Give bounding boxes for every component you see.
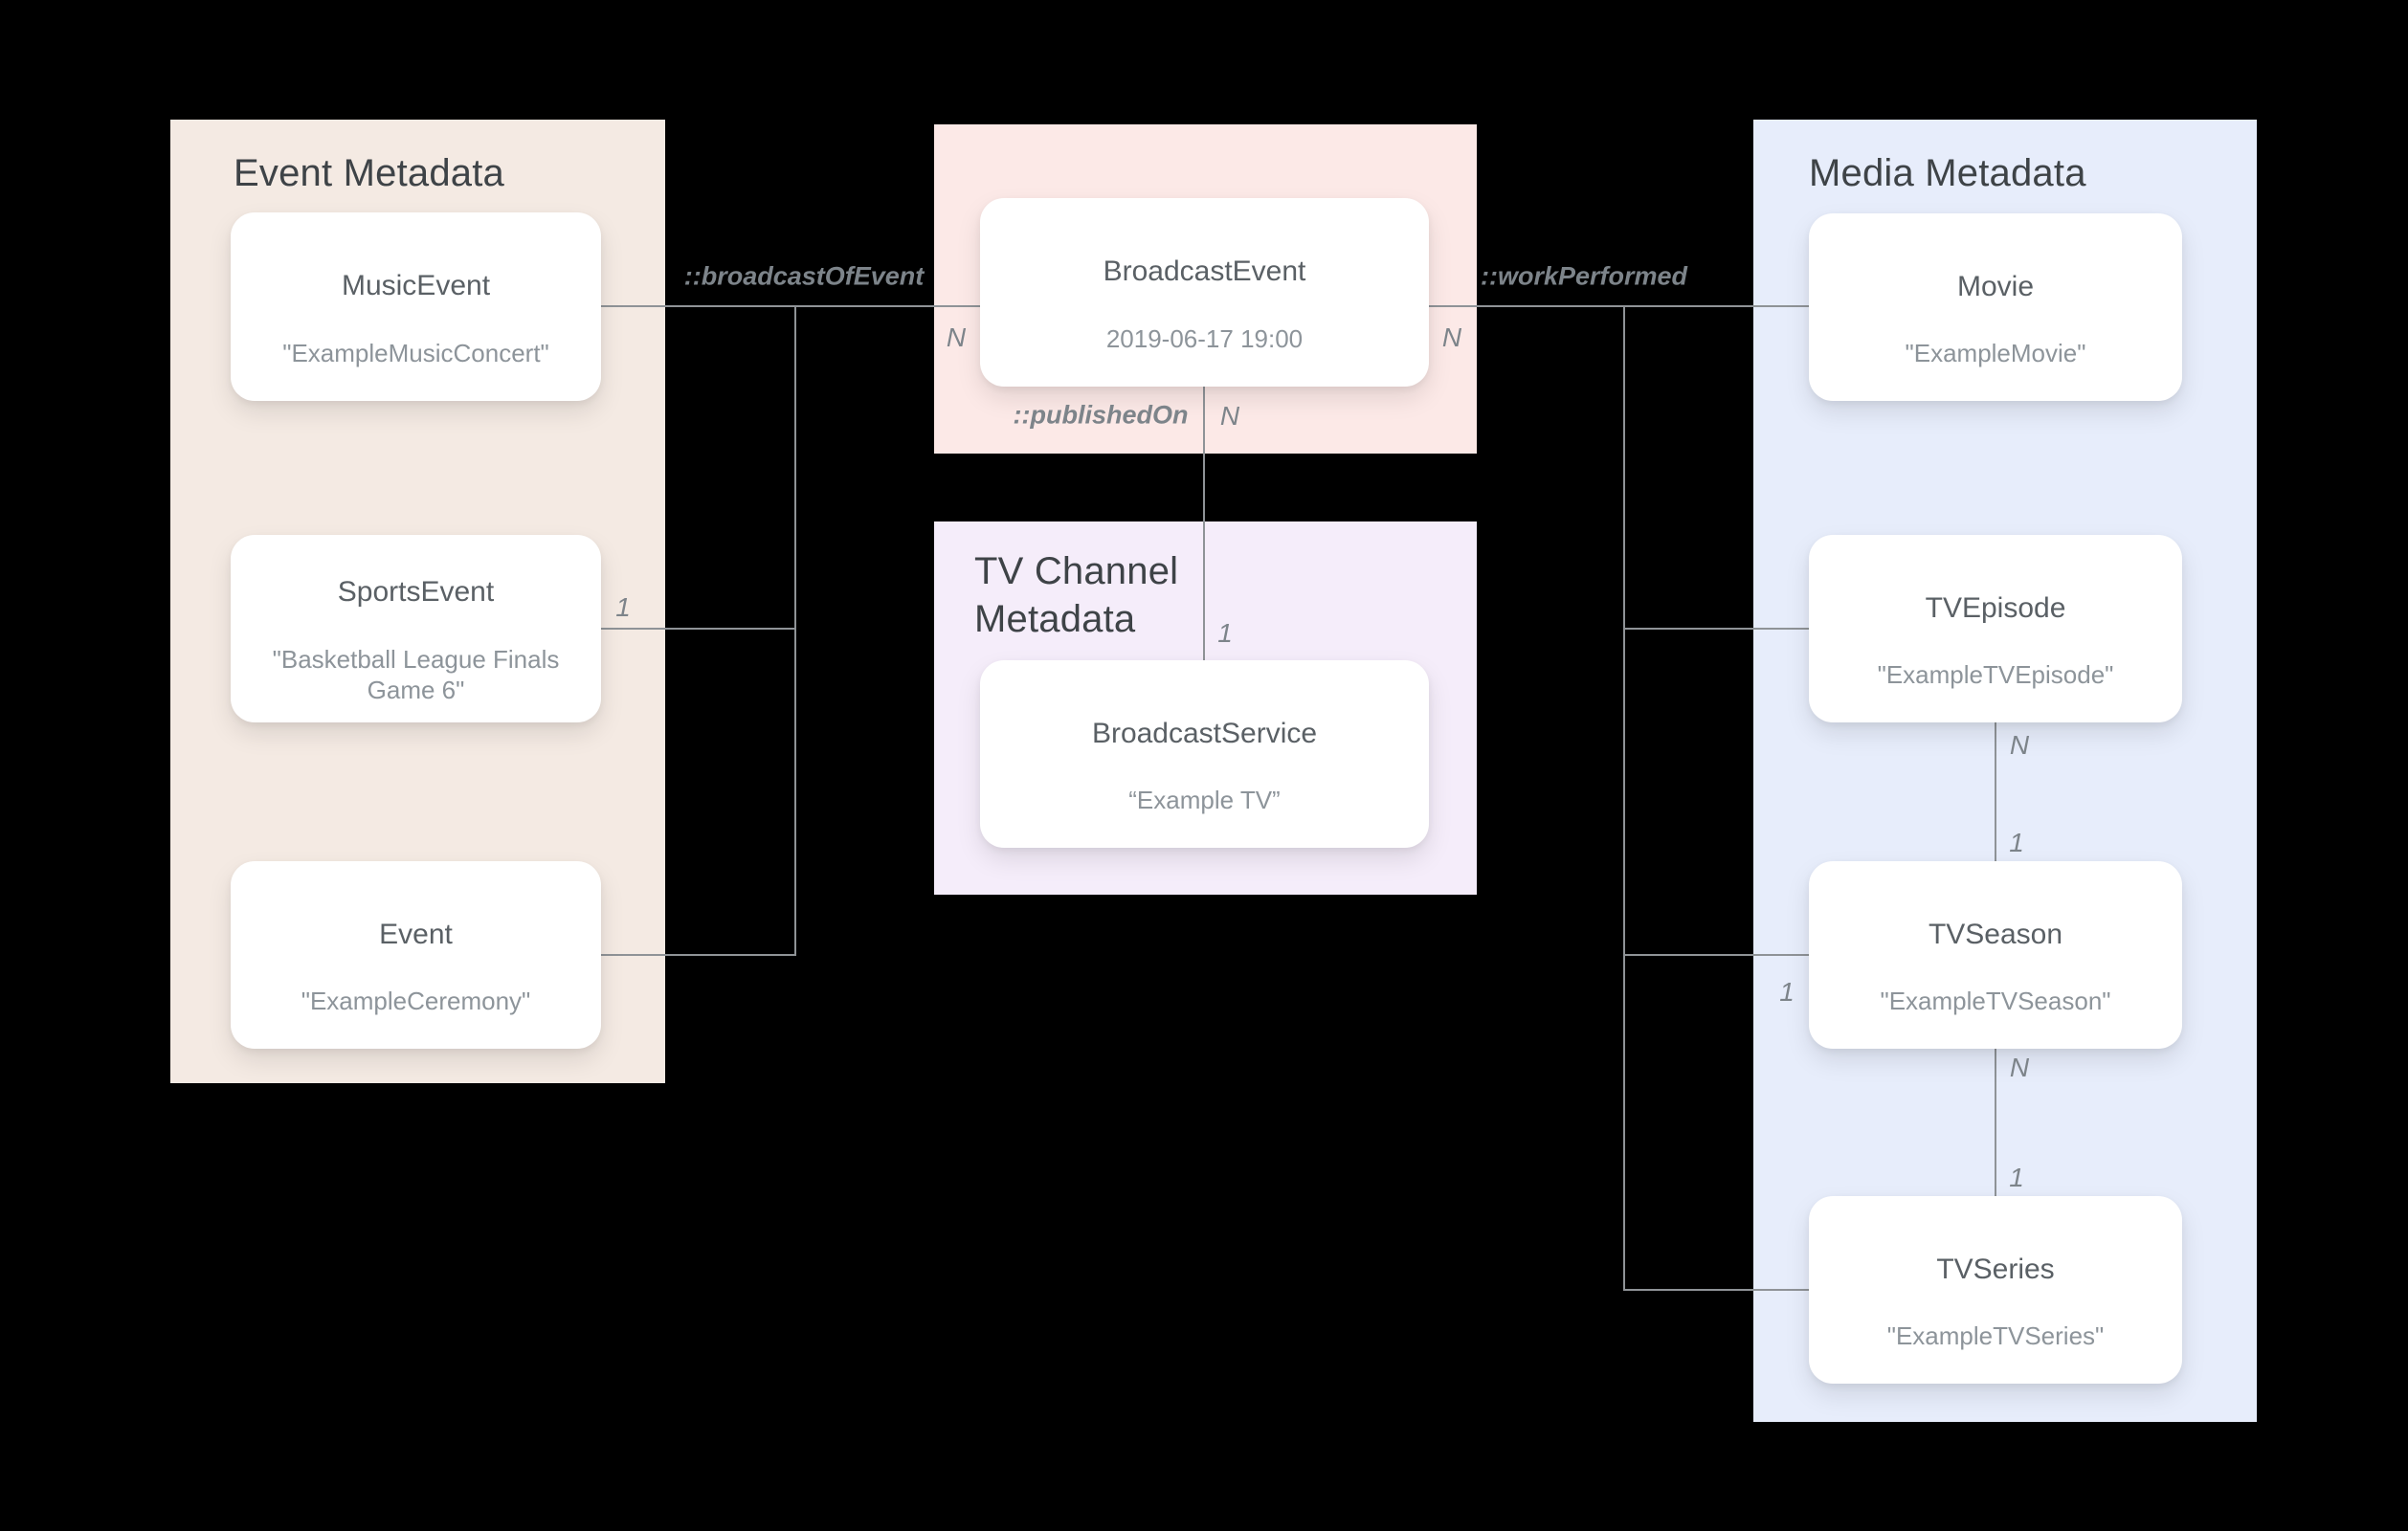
cardinality-publishedon-one: 1 [1217,618,1233,648]
edge-sportsevent-stub [601,628,796,630]
cardinality-season-series-one: 1 [2009,1163,2024,1192]
card-value: "ExampleTVSeason" [1880,987,2111,1015]
card-music-event: MusicEvent "ExampleMusicConcert" [231,212,601,401]
card-value: "ExampleTVSeries" [1886,1321,2105,1350]
cardinality-broadcastevent-left-n: N [946,322,967,352]
card-value: "Basketball League Finals Game 6" [272,644,560,705]
card-value: "ExampleMovie" [1905,339,2086,367]
edge-event-stub [601,954,796,956]
card-value: “Example TV” [1128,786,1281,814]
card-title: BroadcastEvent [1103,255,1306,287]
card-movie: Movie "ExampleMovie" [1809,213,2182,401]
cardinality-tvseason-link-one: 1 [1779,977,1795,1007]
card-value: 2019-06-17 19:00 [1105,323,1304,353]
relation-label-broadcastofevent: ::broadcastOfEvent [683,261,925,291]
relation-label-publishedon: ::publishedOn [1013,400,1189,430]
card-title: TVEpisode [1925,591,2066,624]
edge-season-series-vertical [1995,1049,1996,1196]
card-title: SportsEvent [337,576,495,609]
edge-episode-season-vertical [1995,722,1996,861]
card-title: TVSeason [1928,918,2063,950]
card-value: "ExampleTVEpisode" [1877,660,2114,689]
card-broadcast-service: BroadcastService “Example TV” [980,660,1429,848]
cardinality-season-series-n: N [2009,1053,2030,1082]
cardinality-episode-season-one: 1 [2009,828,2024,857]
edge-left-junction-vertical [794,305,796,956]
card-broadcast-event: BroadcastEvent 2019-06-17 19:00 [980,198,1429,387]
edge-publishedon-vertical [1203,387,1205,660]
card-title: Movie [1956,270,2035,302]
panel-title-media-metadata: Media Metadata [1809,152,2086,194]
relation-label-workperformed: ::workPerformed [1480,261,1688,291]
panel-title-tv-channel-metadata: TV Channel Metadata [974,550,1179,640]
cardinality-broadcastevent-right-n: N [1441,322,1462,352]
edge-tvseries-stub [1623,1289,1809,1291]
card-event: Event "ExampleCeremony" [231,861,601,1049]
card-title: MusicEvent [341,270,491,301]
card-title: Event [379,918,453,950]
card-value: "ExampleMusicConcert" [282,338,549,367]
card-title: BroadcastService [1091,717,1318,749]
panel-title-event-metadata: Event Metadata [234,152,504,194]
cardinality-publishedon-n: N [1219,401,1240,431]
cardinality-sportsevent-one: 1 [615,592,631,622]
card-sports-event: SportsEvent "Basketball League Finals Ga… [231,535,601,722]
edge-tvseason-stub [1623,954,1809,956]
card-title: TVSeries [1936,1253,2055,1285]
edge-right-junction-vertical [1623,305,1625,1291]
card-tv-series: TVSeries "ExampleTVSeries" [1809,1196,2182,1384]
card-tv-episode: TVEpisode "ExampleTVEpisode" [1809,535,2182,722]
edge-tvepisode-stub [1623,628,1809,630]
card-tv-season: TVSeason "ExampleTVSeason" [1809,861,2182,1049]
card-value: "ExampleCeremony" [301,987,531,1015]
cardinality-episode-season-n: N [2009,730,2030,760]
